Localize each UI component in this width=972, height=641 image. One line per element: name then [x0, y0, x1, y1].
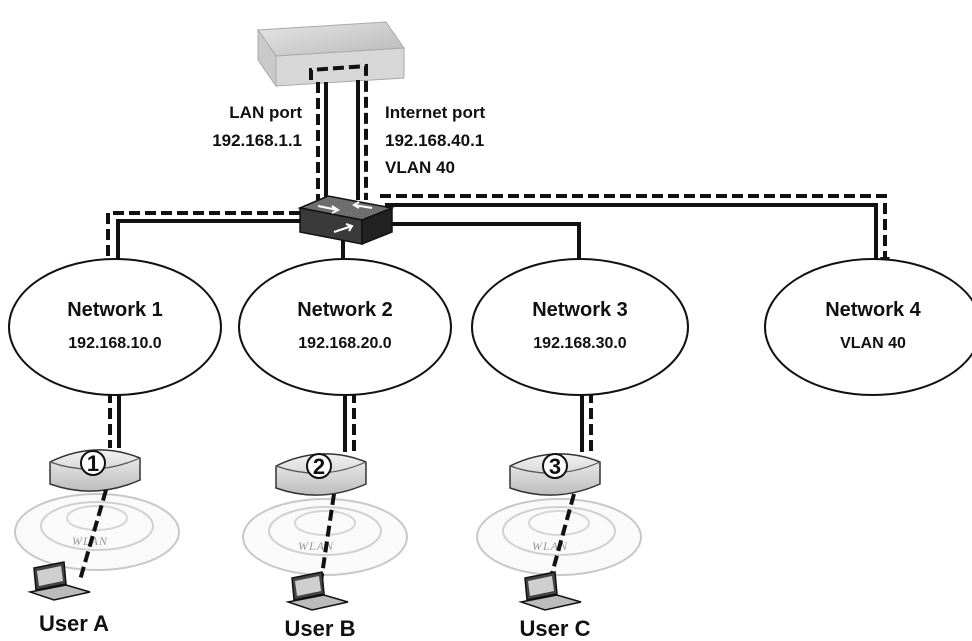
access-point-3: WLAN 3 User C: [476, 453, 642, 641]
user-c-label: User C: [520, 616, 591, 641]
access-point-1-device: 1: [49, 449, 141, 492]
internet-port-ip: 192.168.40.1: [385, 131, 484, 150]
ap-number-2: 2: [313, 454, 325, 479]
wlan-coverage-1: WLAN: [14, 493, 180, 571]
lan-port-ip: 192.168.1.1: [212, 131, 302, 150]
lan-port-label: LAN port: [229, 103, 302, 122]
network-2-name: Network 2: [297, 299, 393, 321]
access-point-2-device: 2: [275, 453, 367, 496]
network-1: Network 1 192.168.10.0: [8, 258, 222, 396]
ap-number-1: 1: [87, 451, 99, 476]
laptop-icon: [285, 571, 349, 611]
network-2-address: 192.168.20.0: [298, 335, 392, 352]
wlan-coverage-2: WLAN: [242, 498, 408, 576]
laptop-icon: [518, 571, 582, 611]
network-4-address: VLAN 40: [840, 335, 906, 352]
router-device: [257, 21, 405, 88]
network-3: Network 3 192.168.30.0: [471, 258, 689, 396]
network-3-name: Network 3: [532, 299, 628, 321]
router-switch-links: [309, 63, 368, 200]
network-4-name: Network 4: [825, 299, 921, 321]
laptop-icon: [27, 561, 91, 601]
network-1-name: Network 1: [67, 299, 163, 321]
internet-port-vlan: VLAN 40: [385, 158, 455, 177]
access-point-2: WLAN 2 User B: [242, 453, 408, 641]
network-1-address: 192.168.10.0: [68, 335, 162, 352]
internet-port-label: Internet port: [385, 103, 485, 122]
user-b-label: User B: [285, 616, 356, 641]
ap-uplinks: [108, 392, 593, 452]
wlan-coverage-3: WLAN: [476, 498, 642, 576]
user-a-label: User A: [39, 611, 109, 636]
wlan-label-2: WLAN: [298, 539, 334, 553]
switch-device: [297, 195, 395, 246]
backbone-links: [106, 194, 890, 267]
network-2: Network 2 192.168.20.0: [238, 258, 452, 396]
access-point-3-device: 3: [509, 453, 601, 496]
switch-arrows-icon: [317, 201, 373, 233]
ap-number-3: 3: [549, 454, 561, 479]
access-point-1: WLAN 1 User A: [14, 449, 180, 636]
network-3-address: 192.168.30.0: [533, 335, 627, 352]
network-4: Network 4 VLAN 40: [764, 258, 972, 396]
